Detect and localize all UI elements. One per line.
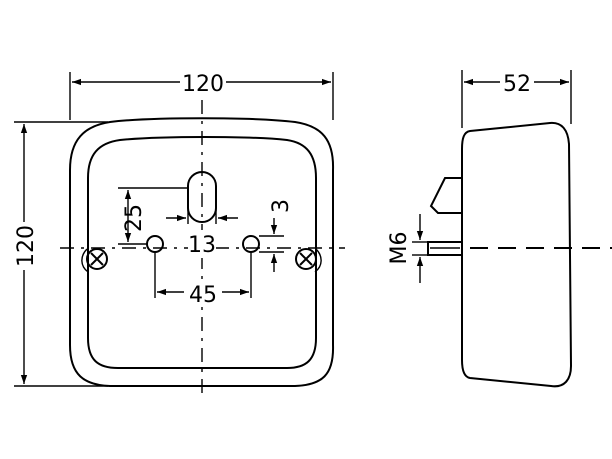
- center-hole-label: 13: [188, 233, 216, 258]
- height-dimension-label: 120: [14, 225, 39, 267]
- side-view: 52 M6: [387, 70, 612, 388]
- lens-outline: [87, 136, 317, 369]
- right-screw-icon: [295, 248, 322, 273]
- hole-spacing-label: 45: [189, 283, 217, 308]
- width-dimension-label: 120: [182, 72, 224, 97]
- left-screw-icon: [81, 248, 108, 273]
- bracket-outline: [429, 177, 462, 214]
- small-gap-label: 3: [269, 199, 294, 213]
- side-housing-outline: [461, 121, 573, 388]
- depth-dimension-label: 52: [503, 72, 531, 97]
- thread-label: M6: [387, 232, 412, 265]
- front-view: 120 120 25 13 3 45: [13, 70, 345, 400]
- screw-stud: [427, 241, 462, 256]
- left-mounting-hole: [146, 235, 164, 253]
- outer-housing-outline: [69, 117, 335, 387]
- right-mounting-hole: [242, 235, 260, 253]
- vertical-offset-label: 25: [122, 204, 147, 232]
